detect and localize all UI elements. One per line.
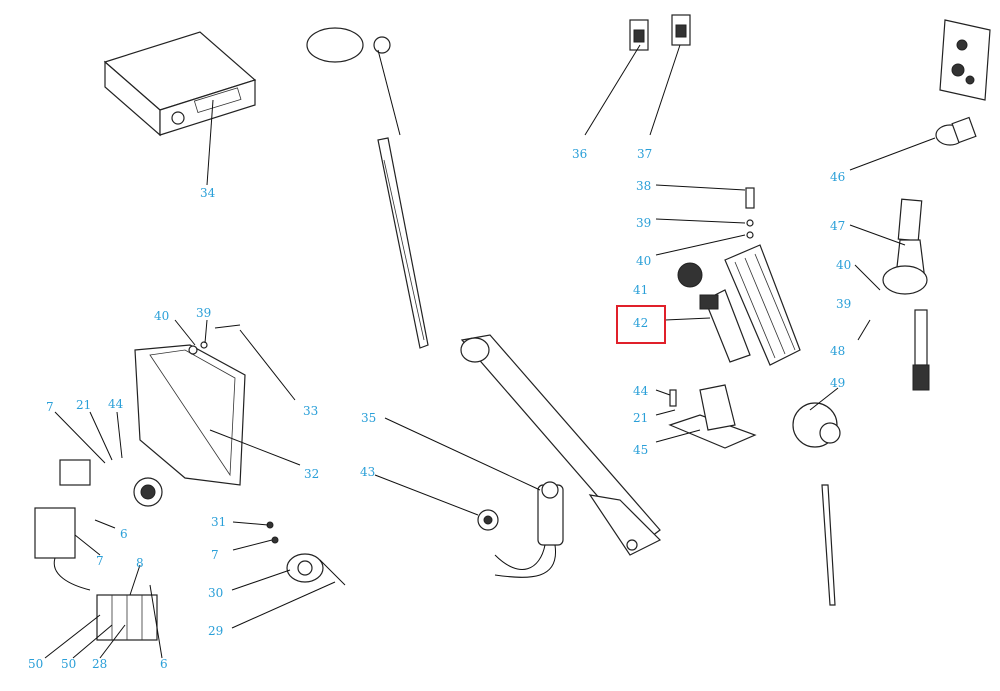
accelerator-pedal-drawing (677, 187, 801, 366)
rocker-switches-drawing (629, 14, 691, 51)
callout-40[interactable]: 40 (836, 258, 852, 272)
callout-48[interactable]: 48 (830, 344, 846, 358)
callout-50[interactable]: 50 (61, 657, 77, 671)
callout-45[interactable]: 45 (633, 443, 649, 457)
callout-31[interactable]: 31 (211, 515, 227, 529)
radio-unit-drawing (103, 31, 257, 137)
callout-37[interactable]: 37 (637, 147, 653, 161)
callout-7[interactable]: 7 (96, 554, 104, 568)
callout-6[interactable]: 6 (120, 527, 128, 541)
throttle-lever-drawing (882, 198, 930, 391)
callout-40[interactable]: 40 (636, 254, 652, 268)
callout-47[interactable]: 47 (830, 219, 846, 233)
nut-43-drawing (477, 509, 499, 531)
callout-7[interactable]: 7 (46, 400, 54, 414)
left-components-drawing (34, 459, 163, 641)
highlight-box-part-42 (616, 305, 666, 344)
wiper-assembly-drawing (306, 27, 429, 349)
callout-40[interactable]: 40 (154, 309, 170, 323)
callout-44[interactable]: 44 (633, 384, 649, 398)
callout-50[interactable]: 50 (28, 657, 44, 671)
callout-21[interactable]: 21 (633, 411, 649, 425)
leader-lines (44, 44, 936, 659)
callout-29[interactable]: 29 (208, 624, 224, 638)
enclosure-bracket-drawing (134, 324, 246, 486)
callout-39[interactable]: 39 (196, 306, 212, 320)
callout-39[interactable]: 39 (636, 216, 652, 230)
callout-39[interactable]: 39 (836, 297, 852, 311)
control-panel-drawing (935, 19, 991, 146)
callout-42[interactable]: 42 (633, 316, 649, 330)
callout-34[interactable]: 34 (200, 186, 216, 200)
callout-32[interactable]: 32 (304, 467, 320, 481)
callout-36[interactable]: 36 (572, 147, 588, 161)
callout-49[interactable]: 49 (830, 376, 846, 390)
socket-30-drawing (266, 521, 346, 586)
callout-7[interactable]: 7 (211, 548, 219, 562)
handbrake-lever-drawing (460, 334, 662, 578)
callout-44[interactable]: 44 (108, 397, 124, 411)
callout-35[interactable]: 35 (361, 411, 377, 425)
callout-8[interactable]: 8 (136, 556, 144, 570)
motor-49-drawing (792, 402, 841, 606)
callout-38[interactable]: 38 (636, 179, 652, 193)
callout-41[interactable]: 41 (633, 283, 649, 297)
callout-43[interactable]: 43 (360, 465, 376, 479)
callout-30[interactable]: 30 (208, 586, 224, 600)
pedal-bracket-drawing (668, 384, 757, 449)
callout-46[interactable]: 46 (830, 170, 846, 184)
callout-33[interactable]: 33 (303, 404, 319, 418)
callout-6[interactable]: 6 (160, 657, 168, 671)
callout-28[interactable]: 28 (92, 657, 108, 671)
callout-21[interactable]: 21 (76, 398, 92, 412)
